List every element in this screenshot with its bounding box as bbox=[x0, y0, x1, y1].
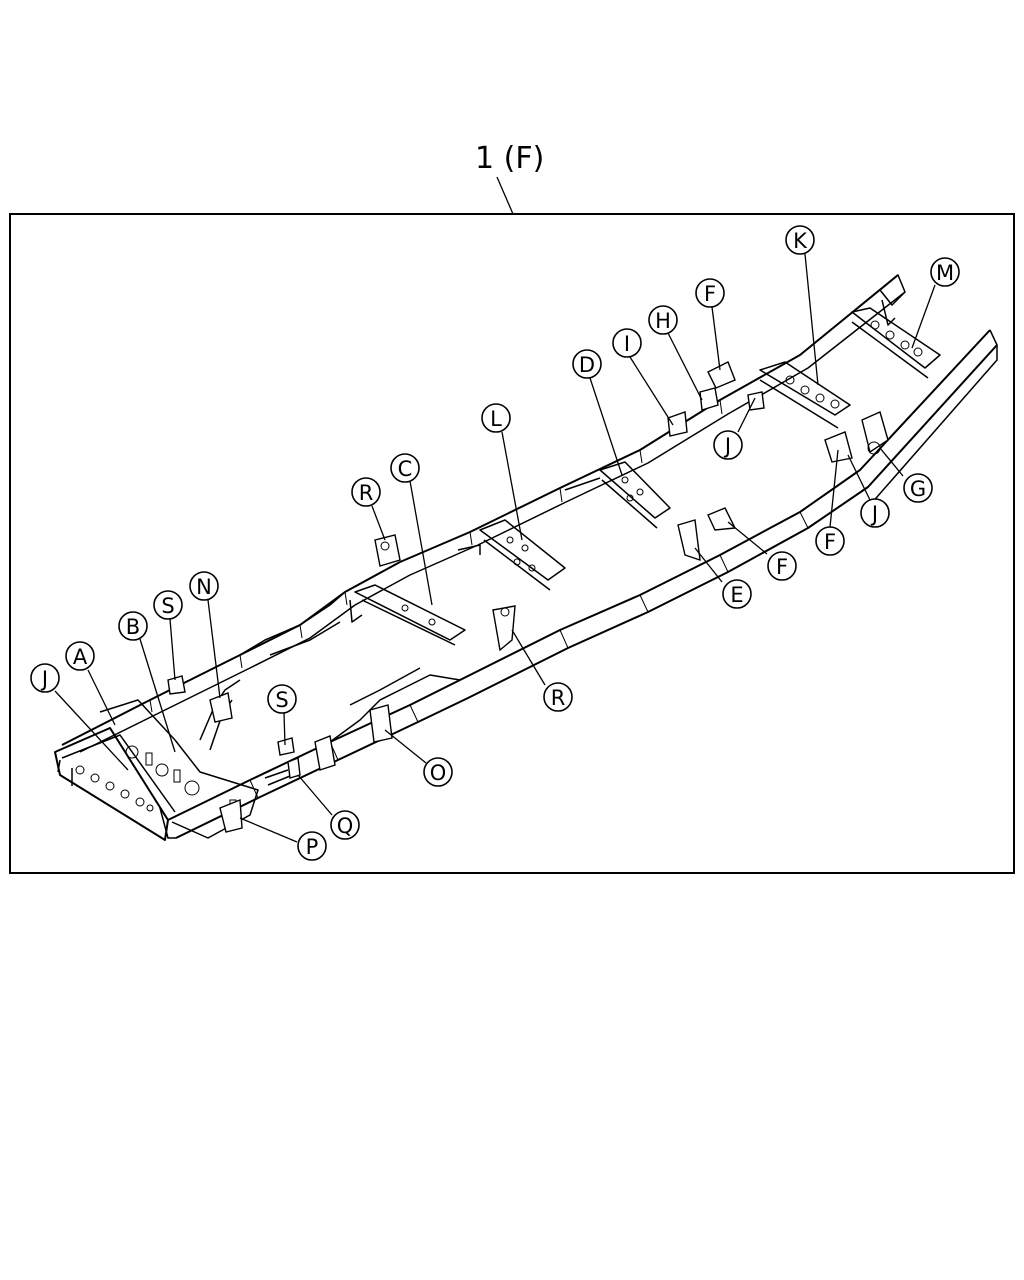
callout-A: A bbox=[65, 641, 95, 671]
svg-text:F: F bbox=[824, 530, 836, 554]
svg-text:S: S bbox=[161, 594, 174, 618]
right-side-rail bbox=[159, 329, 998, 839]
title-leader bbox=[496, 176, 514, 215]
svg-text:G: G bbox=[910, 477, 926, 501]
svg-text:E: E bbox=[730, 583, 743, 607]
callout-J: J bbox=[30, 663, 60, 693]
rear-crossmember-m bbox=[851, 307, 941, 379]
callout-C: C bbox=[390, 453, 420, 483]
callout-N: N bbox=[189, 571, 219, 601]
svg-text:M: M bbox=[936, 261, 954, 285]
svg-text:R: R bbox=[359, 481, 374, 505]
svg-text:B: B bbox=[126, 615, 140, 639]
diagram-border bbox=[9, 213, 1015, 874]
svg-text:L: L bbox=[490, 407, 502, 431]
svg-text:J: J bbox=[723, 434, 731, 458]
callout-E: E bbox=[722, 579, 752, 609]
callout-D: D bbox=[572, 349, 602, 379]
left-side-rail bbox=[61, 274, 906, 753]
svg-text:F: F bbox=[776, 555, 788, 579]
callout-R: R bbox=[543, 682, 573, 712]
brackets bbox=[167, 361, 889, 833]
callout-J: J bbox=[860, 498, 890, 528]
svg-text:I: I bbox=[624, 332, 630, 356]
callout-K: K bbox=[785, 225, 815, 255]
callout-P: P bbox=[297, 831, 327, 861]
callout-F: F bbox=[815, 526, 845, 556]
chassis-frame-illustration bbox=[54, 274, 998, 841]
callout-I: I bbox=[612, 328, 642, 358]
svg-text:C: C bbox=[398, 457, 413, 481]
crossmember-l bbox=[457, 519, 566, 591]
crossmember-d bbox=[564, 461, 671, 529]
svg-text:H: H bbox=[655, 309, 671, 333]
callout-F: F bbox=[767, 551, 797, 581]
front-crossmember bbox=[54, 699, 259, 841]
svg-text:J: J bbox=[40, 667, 48, 691]
callout-H: H bbox=[648, 305, 678, 335]
callout-F: F bbox=[695, 278, 725, 308]
front-rail-bend bbox=[199, 591, 461, 751]
callout-S: S bbox=[153, 590, 183, 620]
crossmember-c bbox=[349, 584, 466, 646]
svg-text:K: K bbox=[793, 229, 808, 253]
callout-M: M bbox=[930, 257, 960, 287]
callout-Q: Q bbox=[330, 810, 360, 840]
svg-text:P: P bbox=[306, 835, 319, 859]
callout-S: S bbox=[267, 684, 297, 714]
svg-text:N: N bbox=[196, 575, 212, 599]
callout-R: R bbox=[351, 477, 381, 507]
svg-text:F: F bbox=[704, 282, 716, 306]
svg-text:Q: Q bbox=[337, 814, 354, 838]
callout-O: O bbox=[423, 757, 453, 787]
callout-B: B bbox=[118, 611, 148, 641]
diagram-title: 1 (F) bbox=[475, 141, 544, 176]
callout-G: G bbox=[903, 473, 933, 503]
callout-L: L bbox=[481, 403, 511, 433]
svg-text:A: A bbox=[73, 645, 88, 669]
svg-text:S: S bbox=[275, 688, 288, 712]
svg-text:J: J bbox=[870, 502, 878, 526]
svg-text:O: O bbox=[430, 761, 447, 785]
svg-text:R: R bbox=[551, 686, 566, 710]
callout-J: J bbox=[713, 430, 743, 460]
leader-lines bbox=[54, 253, 936, 843]
svg-text:D: D bbox=[579, 353, 595, 377]
crossmember-k bbox=[759, 361, 851, 429]
